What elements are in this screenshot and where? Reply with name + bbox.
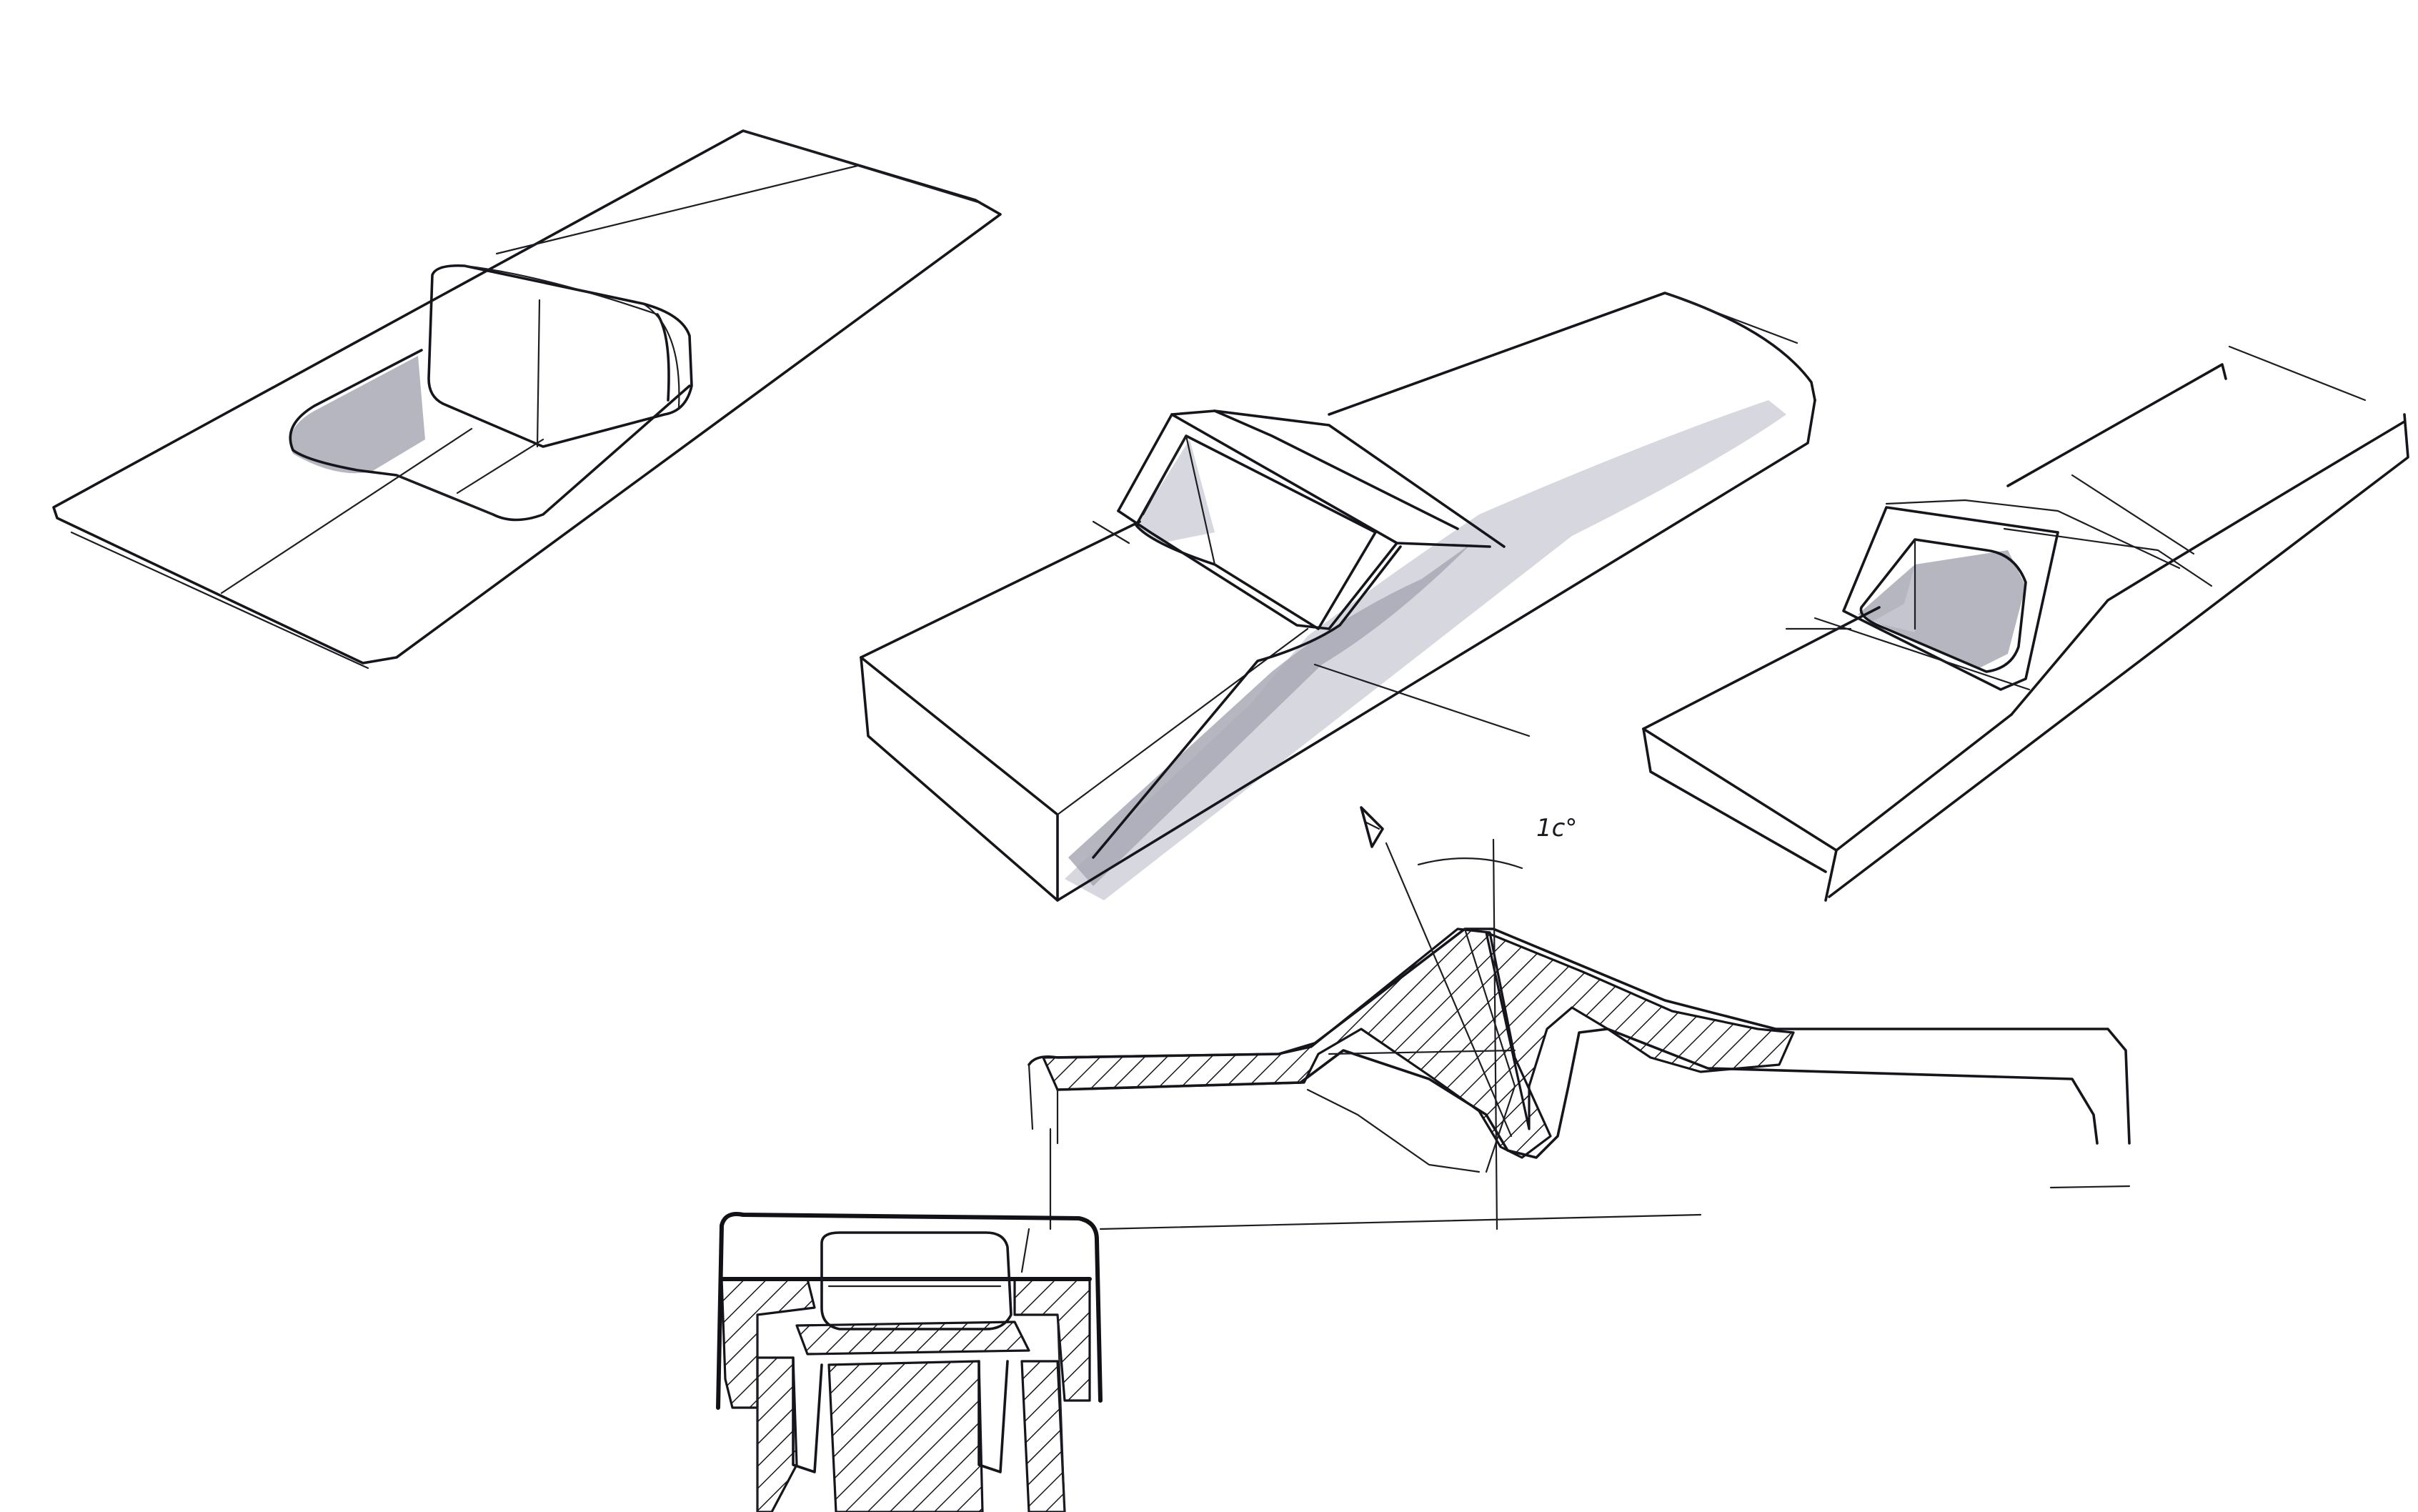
sketch-front-section [716, 1212, 1103, 1512]
sketch-center-bar-peaked-window [860, 292, 1816, 902]
angle-annotation: 1c° [1536, 814, 1577, 842]
sketch-cross-section-profile: 1c° D [1028, 805, 2131, 1230]
sketch-right-bar-recessed-window [1642, 345, 2409, 902]
sketch-flat-bar-with-block [52, 129, 1002, 670]
section-marker-label: D [1350, 805, 1351, 807]
